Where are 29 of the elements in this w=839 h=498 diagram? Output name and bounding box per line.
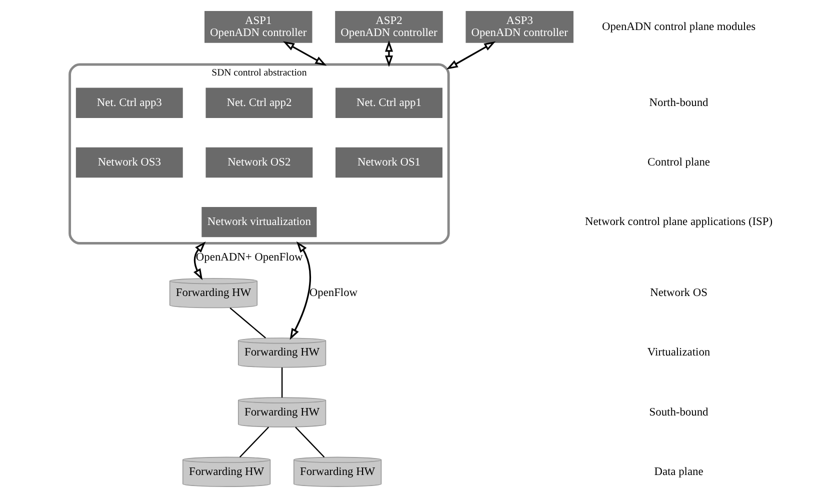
arrow — [192, 241, 206, 280]
edge-label: OpenADN+ OpenFlow — [195, 252, 302, 264]
label: Network control plane applications (ISP) — [584, 216, 772, 228]
arrow — [282, 41, 326, 66]
node-box: Network OS1 — [335, 147, 442, 178]
node-box: ASP2 OpenADN controller — [334, 11, 442, 43]
node-box: Net. Ctrl app1 — [335, 88, 442, 118]
node-box: Network virtualization — [201, 206, 316, 238]
label: Data plane — [654, 466, 703, 478]
node-box: ASP1 OpenADN controller — [204, 11, 312, 43]
arrow — [289, 241, 311, 340]
node-box: Net. Ctrl app3 — [75, 88, 182, 118]
connector — [238, 426, 269, 458]
node-box: Net. Ctrl app2 — [205, 88, 312, 118]
connector — [229, 307, 266, 338]
label: OpenADN control plane modules — [601, 20, 756, 33]
edge-label: OpenFlow — [308, 287, 358, 300]
arrow — [446, 41, 496, 70]
label: Control plane — [647, 156, 710, 168]
connector — [280, 368, 282, 398]
node-box: ASP3 OpenADN controller — [465, 11, 573, 43]
label: Virtualization — [646, 346, 710, 359]
label: Network OS — [650, 287, 707, 300]
arrow — [384, 40, 392, 67]
label: South-bound — [648, 406, 708, 418]
connector — [294, 426, 324, 458]
node-box: Network OS2 — [205, 147, 312, 178]
label: North-bound — [648, 96, 708, 109]
node-box: Network OS3 — [75, 147, 182, 178]
